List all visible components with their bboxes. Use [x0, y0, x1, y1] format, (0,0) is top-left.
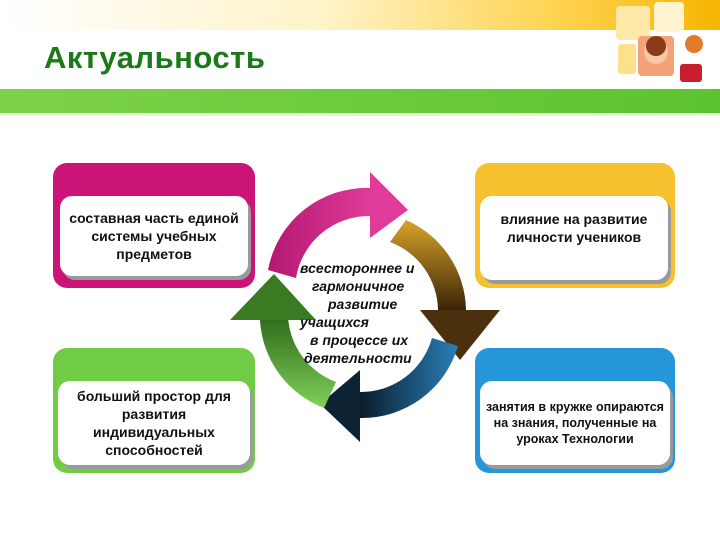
green-arrow: [230, 274, 336, 408]
center-line-2: гармоничное: [312, 278, 405, 294]
center-line-6: деятельности: [304, 350, 412, 366]
card-bottom-right-text: занятия в кружке опираются на знания, по…: [480, 381, 670, 465]
puzzle-decoration-icon: [616, 2, 708, 82]
center-line-4: учащихся: [300, 314, 369, 330]
card-bottom-right: занятия в кружке опираются на знания, по…: [475, 348, 675, 473]
card-top-left: составная часть единой системы учебных п…: [53, 163, 255, 288]
cycle-arrows-diagram: [230, 172, 500, 442]
center-line-5: в процессе их: [310, 332, 409, 348]
top-gradient-band: [0, 0, 720, 30]
card-top-left-text: составная часть единой системы учебных п…: [60, 196, 248, 276]
slide-title: Актуальность: [44, 40, 266, 75]
center-text: всестороннее и гармоничное развитие учащ…: [292, 259, 432, 367]
center-line-3: развитие: [328, 296, 398, 312]
blue-arrow: [320, 338, 458, 442]
card-top-right: влияние на развитие личности учеников: [475, 163, 675, 288]
title-underline-bar: [0, 89, 720, 113]
gold-arrow: [390, 220, 500, 360]
title-underline-highlight: [0, 113, 720, 116]
center-line-1: всестороннее и: [300, 260, 415, 276]
magenta-arrow: [268, 172, 408, 278]
card-top-right-text: влияние на развитие личности учеников: [480, 196, 668, 280]
card-bottom-left-text: больший простор для развития индивидуаль…: [58, 381, 250, 465]
card-bottom-left: больший простор для развития индивидуаль…: [53, 348, 255, 473]
